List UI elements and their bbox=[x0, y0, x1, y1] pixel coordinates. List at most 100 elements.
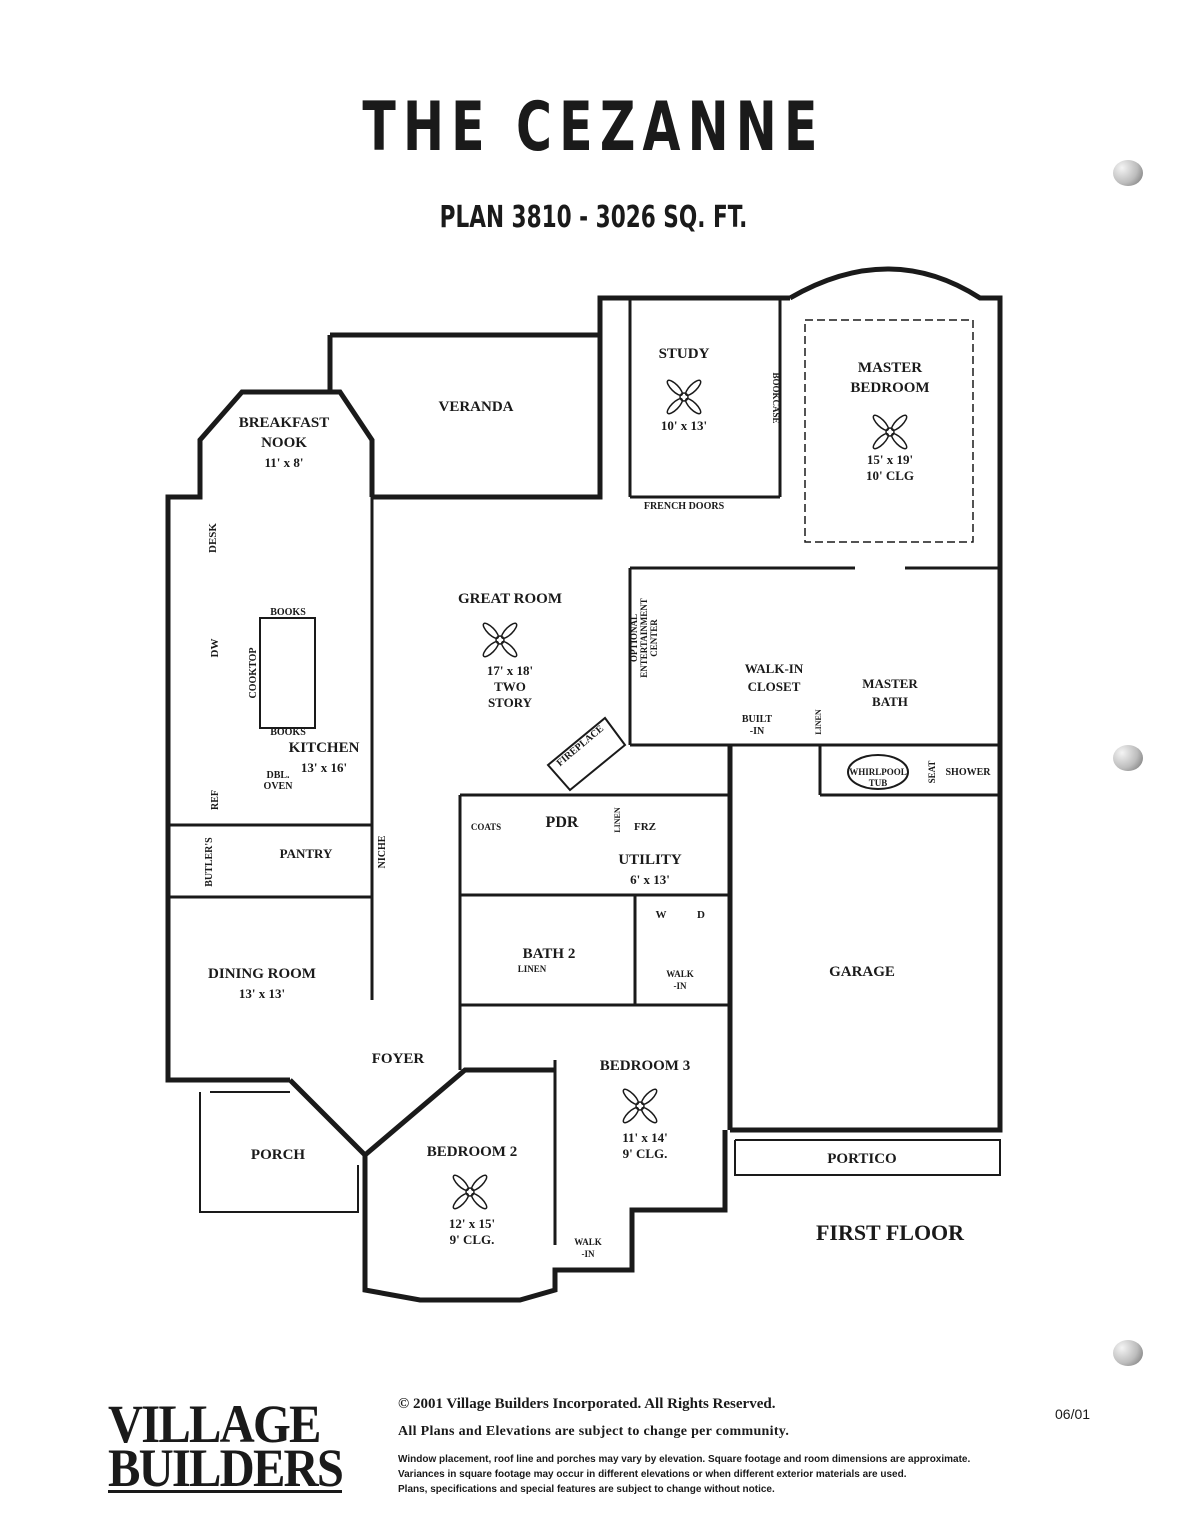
fine-print-3: Plans, specifications and special featur… bbox=[398, 1484, 775, 1495]
walk-in-closet-label-0: WALK-IN bbox=[745, 661, 804, 676]
porch-outline bbox=[199, 1091, 1001, 1213]
ref-label: REF bbox=[210, 790, 221, 810]
great-room-label-2: TWO bbox=[494, 679, 526, 694]
fine-print-2: Variances in square footage may occur in… bbox=[398, 1469, 907, 1480]
shower-label: SHOWER bbox=[945, 767, 991, 778]
foyer-label-0: FOYER bbox=[372, 1051, 425, 1067]
bedroom-3-label-0: BEDROOM 3 bbox=[600, 1058, 690, 1074]
master-bath-label-0: MASTER bbox=[862, 676, 918, 691]
floor-label: FIRST FLOOR bbox=[816, 1220, 965, 1245]
room-pdr: PDR bbox=[546, 814, 579, 831]
village-builders-logo: VILLAGE BUILDERS bbox=[108, 1394, 344, 1498]
room-foyer: FOYER bbox=[372, 1051, 425, 1067]
built-label: BUILT bbox=[742, 714, 773, 725]
bedroom-3-label-1: 11' x 14' bbox=[622, 1130, 668, 1145]
breakfast-label-2: 11' x 8' bbox=[264, 455, 303, 470]
bedroom-3-label-2: 9' CLG. bbox=[623, 1146, 668, 1161]
revision-date: 06/01 bbox=[1055, 1406, 1091, 1422]
master-bedroom-label-3: 10' CLG bbox=[866, 468, 914, 483]
study-label-1: 10' x 13' bbox=[661, 418, 707, 433]
fine-print: Window placement, roof line and porches … bbox=[398, 1452, 1038, 1497]
tub-label: TUB bbox=[869, 778, 888, 788]
fine-print-1: Window placement, roof line and porches … bbox=[398, 1454, 971, 1465]
ceiling-fan-icon bbox=[452, 1174, 488, 1210]
room-bedroom-2: BEDROOM 212' x 15'9' CLG. bbox=[427, 1144, 517, 1247]
fireplace-label: FIREPLACE bbox=[555, 723, 607, 769]
whirlpool-label: WHIRLPOOL bbox=[849, 767, 907, 777]
butlers-label: BUTLER'S bbox=[204, 837, 215, 887]
master-bedroom-label-2: 15' x 19' bbox=[867, 452, 913, 467]
plan-title: THE CEZANNE bbox=[362, 88, 825, 167]
bedroom-2-label-2: 9' CLG. bbox=[450, 1232, 495, 1247]
in-bed2-label: -IN bbox=[582, 1249, 595, 1259]
in-label: -IN bbox=[750, 726, 765, 737]
books-top-label: BOOKS bbox=[270, 607, 306, 618]
bath-2-label-0: BATH 2 bbox=[523, 946, 576, 962]
dbl-label: DBL. bbox=[266, 770, 290, 781]
washer-label: W bbox=[656, 909, 667, 921]
dining-room-label-1: 13' x 13' bbox=[239, 986, 285, 1001]
seat-label: SEAT bbox=[927, 761, 937, 784]
fireplace-shape bbox=[546, 716, 627, 792]
portico-label-0: PORTICO bbox=[827, 1151, 896, 1167]
punch-hole-bottom bbox=[1113, 1340, 1143, 1366]
room-porch: PORCH bbox=[251, 1147, 305, 1163]
breakfast-label-1: NOOK bbox=[261, 435, 307, 451]
room-bedroom-3: BEDROOM 3 11' x 14'9' CLG. bbox=[600, 1058, 690, 1161]
ceiling-fan-icon bbox=[666, 379, 702, 415]
room-pantry: PANTRY bbox=[280, 846, 333, 861]
linen-master-label: LINEN bbox=[814, 709, 823, 735]
kitchen-label-1: 13' x 16' bbox=[301, 760, 347, 775]
master-bedroom-label-1: BEDROOM bbox=[850, 380, 929, 396]
logo-line-2: BUILDERS bbox=[108, 1438, 344, 1498]
master-bedroom-label-0: MASTER bbox=[858, 360, 922, 376]
master-ceiling-outline bbox=[804, 319, 974, 543]
utility-label-1: 6' x 13' bbox=[630, 872, 670, 887]
room-bath-2: BATH 2 bbox=[523, 946, 576, 962]
fixture-labels: DESK DW BOOKS BOOKS COOKTOP DBL. OVEN RE… bbox=[204, 372, 991, 1259]
in-util-label: -IN bbox=[674, 981, 687, 991]
dining-room-label-0: DINING ROOM bbox=[208, 966, 316, 982]
frz-label: FRZ bbox=[634, 821, 656, 833]
exterior-walls bbox=[165, 266, 1003, 1303]
ceiling-fan-icon bbox=[872, 414, 908, 450]
porch-label-0: PORCH bbox=[251, 1147, 305, 1163]
great-room-label-0: GREAT ROOM bbox=[458, 591, 562, 607]
entertainment-label: ENTERTAINMENT bbox=[639, 598, 649, 678]
master-bath-label-1: BATH bbox=[872, 694, 908, 709]
great-room-label-3: STORY bbox=[488, 695, 533, 710]
niche-label: NICHE bbox=[377, 835, 388, 868]
veranda-label-0: VERANDA bbox=[439, 399, 514, 415]
optional-label: OPTIONAL bbox=[629, 614, 639, 662]
pantry-label-0: PANTRY bbox=[280, 846, 333, 861]
plan-subtitle: PLAN 3810 - 3026 SQ. FT. bbox=[439, 200, 748, 235]
walk-bed2-label: WALK bbox=[574, 1237, 602, 1247]
interior-walls bbox=[168, 298, 1000, 1245]
breakfast-label-0: BREAKFAST bbox=[239, 415, 330, 431]
kitchen-label-0: KITCHEN bbox=[289, 740, 360, 756]
ceiling-fans bbox=[452, 379, 908, 1210]
bookcase-label: BOOKCASE bbox=[771, 372, 781, 423]
logo-line-1: VILLAGE bbox=[108, 1394, 321, 1454]
great-room-label-1: 17' x 18' bbox=[487, 663, 533, 678]
books-bottom-label: BOOKS bbox=[270, 727, 306, 738]
room-portico: PORTICO bbox=[827, 1151, 896, 1167]
room-breakfast: BREAKFAST NOOK 11' x 8' bbox=[239, 415, 330, 470]
room-study: STUDY 10' x 13' bbox=[659, 346, 710, 433]
punch-hole-top bbox=[1113, 160, 1143, 186]
kitchen-island bbox=[259, 617, 316, 729]
walk-util-label: WALK bbox=[666, 969, 694, 979]
room-garage: GARAGE bbox=[829, 964, 895, 980]
study-label-0: STUDY bbox=[659, 346, 710, 362]
room-dining-room: DINING ROOM 13' x 13' bbox=[208, 966, 316, 1001]
french-doors-label: FRENCH DOORS bbox=[644, 501, 725, 512]
garage-label-0: GARAGE bbox=[829, 964, 895, 980]
plans-note: All Plans and Elevations are subject to … bbox=[398, 1424, 790, 1439]
bedroom-2-label-0: BEDROOM 2 bbox=[427, 1144, 517, 1160]
room-master-bedroom: MASTER BEDROOM 15' x 19'10' CLG bbox=[850, 360, 929, 483]
linen-bath2-label: LINEN bbox=[518, 964, 547, 974]
ceiling-fan-icon bbox=[622, 1088, 658, 1124]
